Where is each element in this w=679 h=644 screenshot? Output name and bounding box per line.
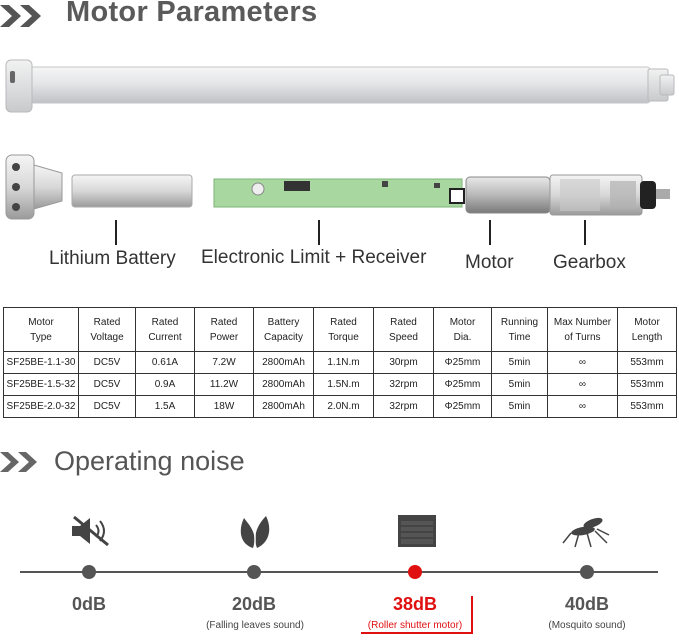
table-cell: 5min [491,351,548,374]
table-cell: 2.0N.m [313,395,374,418]
mute-speaker-icon [72,515,109,547]
noise-description: (Falling leaves sound) [206,620,304,631]
double-chevron-icon [0,5,41,27]
noise-description: (Mosquito sound) [548,620,626,631]
gearbox-body [549,174,670,216]
table-cell: DC5V [78,351,136,374]
motor-body [465,176,551,214]
table-cell: Φ25mm [433,395,492,418]
table-cell: Φ25mm [433,351,492,374]
roller-shutter-icon [398,515,436,547]
battery-label: Lithium Battery [49,248,176,269]
assembled-tube-motor [5,59,675,113]
double-chevron-icon [0,452,37,472]
table-cell: 2800mAh [253,351,314,374]
table-cell: SF25BE-2.0-32 [3,395,79,418]
table-cell: 2800mAh [253,395,314,418]
scale-dot-highlight [408,565,422,579]
leaves-icon [240,516,270,548]
scale-dot [82,565,96,579]
noise-value: 0dB [71,594,106,614]
gearbox-leader-line [584,220,586,245]
mosquito-icon [562,517,610,548]
motor-leader-line [489,220,491,245]
table-cell: 553mm [617,395,677,418]
table-cell: 5min [491,395,548,418]
page-title: Motor Parameters [66,0,318,28]
table-cell: 7.2W [194,351,254,374]
table-cell: 18W [194,395,254,418]
table-cell: 553mm [617,351,677,374]
receiver-leader-line [318,220,320,245]
noise-value: 40dB [564,594,609,614]
exploded-motor-diagram [5,154,670,220]
table-cell: 32rpm [373,373,434,396]
scale-dot [247,565,261,579]
gearbox-label: Gearbox [553,252,626,273]
table-row: SF25BE-1.5-32 DC5V 0.9A 11.2W 2800mAh 1.… [3,373,677,396]
table-cell: 30rpm [373,351,434,374]
receiver-label: Electronic Limit + Receiver [201,247,427,268]
table-row: SF25BE-1.1-30 DC5V 0.61A 7.2W 2800mAh 1.… [3,351,677,374]
table-cell: 32rpm [373,395,434,418]
table-cell: ∞ [547,373,618,396]
table-cell: ∞ [547,351,618,374]
motor-label: Motor [465,252,514,273]
table-cell: 0.9A [135,373,195,396]
table-cell: 11.2W [194,373,254,396]
noise-value-highlight: 38dB [392,594,437,614]
section-title: Operating noise [54,446,245,476]
pcb-board [213,178,465,208]
noise-scale-line [20,571,658,573]
table-cell: Φ25mm [433,373,492,396]
table-row: SF25BE-2.0-32 DC5V 1.5A 18W 2800mAh 2.0N… [3,395,677,418]
battery-leader-line [115,220,117,245]
end-cap [5,154,63,220]
table-cell: 5min [491,373,548,396]
table-cell: SF25BE-1.1-30 [3,351,79,374]
scale-dot [580,565,594,579]
table-cell: 553mm [617,373,677,396]
noise-value: 20dB [231,594,276,614]
table-cell: ∞ [547,395,618,418]
table-cell: DC5V [78,373,136,396]
table-cell: 1.5N.m [313,373,374,396]
table-cell: 0.61A [135,351,195,374]
table-cell: 1.1N.m [313,351,374,374]
table-cell: 1.5A [135,395,195,418]
battery-cylinder [71,174,193,208]
table-cell: SF25BE-1.5-32 [3,373,79,396]
noise-description-highlight: (Roller shutter motor) [367,620,463,631]
table-cell: DC5V [78,395,136,418]
table-cell: 2800mAh [253,373,314,396]
highlight-bracket [361,596,473,634]
